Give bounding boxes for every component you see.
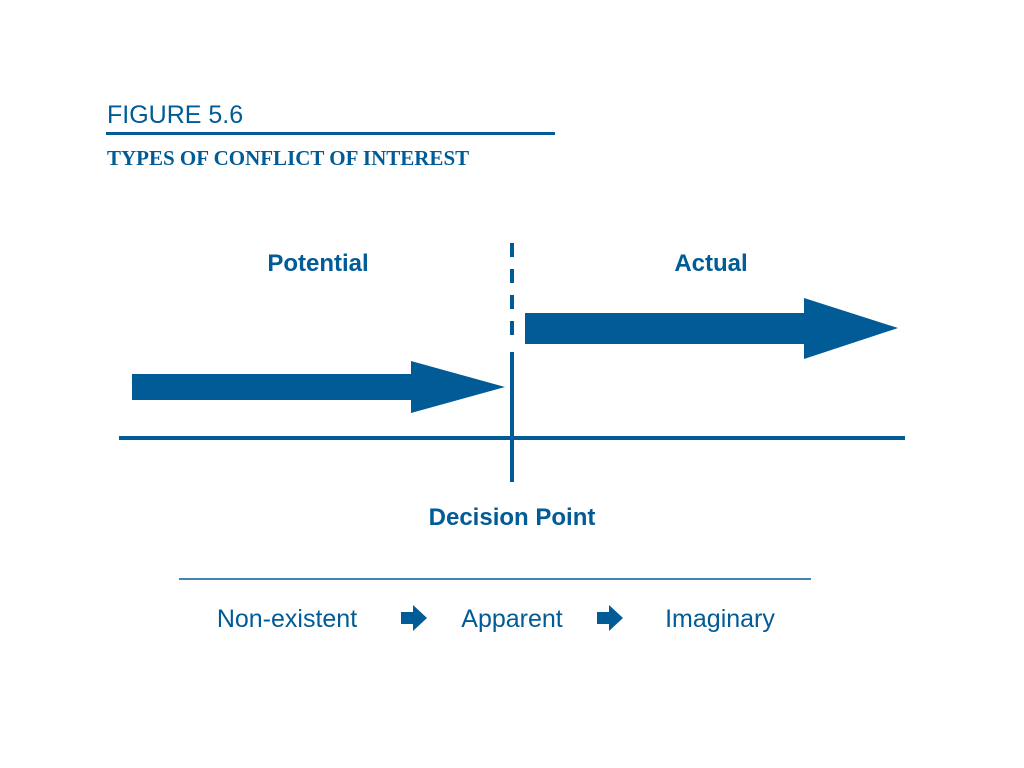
right-arrow-icon bbox=[597, 605, 623, 631]
title-underline bbox=[106, 132, 555, 135]
potential-arrow-icon bbox=[132, 361, 505, 413]
decision-point-label: Decision Point bbox=[429, 504, 596, 531]
right-arrow-icon bbox=[401, 605, 427, 631]
sequence-item-non-existent: Non-existent bbox=[217, 605, 357, 633]
sequence-item-apparent: Apparent bbox=[461, 605, 563, 633]
sequence-item-imaginary: Imaginary bbox=[665, 605, 775, 633]
figure-title: TYPES OF CONFLICT OF INTEREST bbox=[107, 146, 470, 170]
actual-arrow-icon bbox=[525, 298, 898, 359]
figure-number: FIGURE 5.6 bbox=[107, 101, 244, 129]
potential-label: Potential bbox=[267, 250, 368, 277]
actual-label: Actual bbox=[674, 250, 747, 277]
